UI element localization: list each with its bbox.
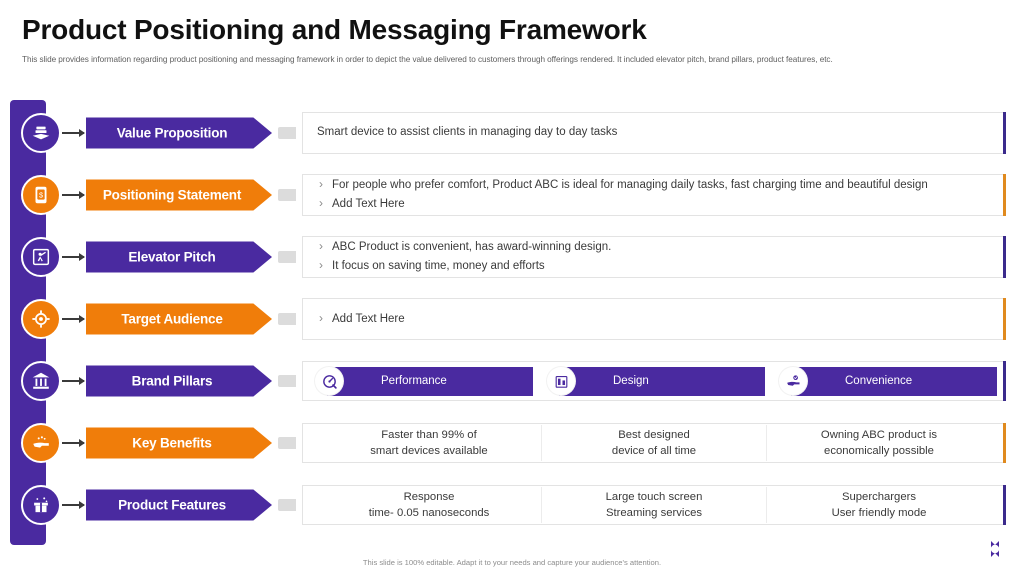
panel-accent-bar (1003, 174, 1006, 216)
arrow-connector-icon (62, 129, 85, 137)
column-cell: Superchargers User friendly mode (831, 490, 927, 519)
connector-tab (278, 375, 296, 387)
list-item: It focus on saving time, money and effor… (317, 256, 991, 276)
column-cell: Best designed device of all time (542, 424, 767, 462)
framework-row: Target Audience Add Text Here (0, 295, 1024, 343)
panel-accent-bar (1003, 423, 1006, 463)
brand-pillar-item[interactable]: Design (543, 366, 765, 396)
connector-tab (278, 189, 296, 201)
panel-accent-bar (1003, 485, 1006, 525)
list-item: Add Text Here (317, 309, 991, 329)
brand-pillar-item[interactable]: Performance (311, 366, 533, 396)
page-title: Product Positioning and Messaging Framew… (22, 14, 647, 45)
row-label-brand-pillars[interactable]: Brand Pillars (86, 365, 272, 397)
content-panel[interactable]: Add Text Here (302, 298, 1006, 340)
row-label-positioning-statement[interactable]: Positioning Statement (86, 179, 272, 211)
row-label-elevator-pitch[interactable]: Elevator Pitch (86, 241, 272, 273)
column-cell: Owning ABC product is economically possi… (820, 428, 938, 457)
stacked-documents-icon (21, 113, 61, 153)
brand-pillar-group: Performance Design Convenience (311, 366, 997, 396)
panel-accent-bar (1003, 112, 1006, 154)
row-label-product-features[interactable]: Product Features (86, 489, 272, 521)
speedometer-icon (315, 367, 343, 395)
panel-text: Smart device to assist clients in managi… (317, 126, 618, 139)
content-panel[interactable]: Faster than 99% of smart devices availab… (302, 423, 1006, 463)
arrow-connector-icon (62, 501, 85, 509)
arrow-connector-icon (62, 191, 85, 199)
list-item: For people who prefer comfort, Product A… (317, 175, 991, 195)
pillar-label: Performance (381, 375, 447, 387)
pillar-bar: Convenience (791, 366, 997, 396)
arrow-connector-icon (62, 315, 85, 323)
panel-body: Performance Design Convenience (303, 362, 1005, 401)
content-panel[interactable]: Smart device to assist clients in managi… (302, 112, 1006, 154)
people-group-icon (21, 299, 61, 339)
content-panel[interactable]: ABC Product is convenient, has award-win… (302, 236, 1006, 278)
pillar-label: Convenience (845, 375, 913, 387)
panel-body: Smart device to assist clients in managi… (303, 116, 1005, 149)
framework-row: Product Features Response time- 0.05 nano… (0, 481, 1024, 529)
bullet-list: ABC Product is convenient, has award-win… (317, 237, 991, 276)
gift-box-icon (21, 485, 61, 525)
bullet-list: For people who prefer comfort, Product A… (317, 175, 991, 214)
column-cell: Large touch screen Streaming services (542, 486, 767, 524)
framework-row: Elevator Pitch ABC Product is convenient,… (0, 233, 1024, 281)
column-cell: Faster than 99% of smart devices availab… (317, 424, 542, 462)
framework-row: $ Positioning Statement For people who pre… (0, 171, 1024, 219)
connector-tab (278, 313, 296, 325)
content-panel[interactable]: For people who prefer comfort, Product A… (302, 174, 1006, 216)
pillar-bar: Design (559, 366, 765, 396)
pillar-bar: Performance (327, 366, 533, 396)
arrow-connector-icon (62, 439, 85, 447)
hand-gift-icon (21, 423, 61, 463)
framework-row: Brand Pillars Performance Design Convenienc… (0, 357, 1024, 405)
row-label-key-benefits[interactable]: Key Benefits (86, 427, 272, 459)
column-cell: Response time- 0.05 nanoseconds (317, 486, 542, 524)
person-presenting-icon (21, 237, 61, 277)
footer-note: This slide is 100% editable. Adapt it to… (362, 558, 662, 567)
panel-body: ABC Product is convenient, has award-win… (303, 230, 1005, 283)
buildings-icon (547, 367, 575, 395)
list-item: Add Text Here (317, 194, 991, 214)
column-group: Faster than 99% of smart devices availab… (317, 424, 991, 462)
panel-accent-bar (1003, 236, 1006, 278)
page-subtitle: This slide provides information regardin… (22, 55, 833, 64)
hand-check-icon (779, 367, 807, 395)
brand-logo-icon (990, 541, 1000, 557)
panel-body: For people who prefer comfort, Product A… (303, 168, 1005, 221)
connector-tab (278, 437, 296, 449)
row-label-value-proposition[interactable]: Value Proposition (86, 117, 272, 149)
price-tag-mobile-icon: $ (21, 175, 61, 215)
list-item: ABC Product is convenient, has award-win… (317, 237, 991, 257)
bank-pillars-icon (21, 361, 61, 401)
brand-pillar-item[interactable]: Convenience (775, 366, 997, 396)
connector-tab (278, 251, 296, 263)
row-label-target-audience[interactable]: Target Audience (86, 303, 272, 335)
framework-row: Value Proposition Smart device to assist … (0, 109, 1024, 157)
framework-row: Key Benefits Faster than 99% of smart dev… (0, 419, 1024, 467)
arrow-connector-icon (62, 377, 85, 385)
content-panel[interactable]: Performance Design Convenience (302, 361, 1006, 401)
connector-tab (278, 127, 296, 139)
bullet-list: Add Text Here (317, 309, 991, 329)
panel-body: Faster than 99% of smart devices availab… (303, 417, 1005, 469)
arrow-connector-icon (62, 253, 85, 261)
panel-body: Add Text Here (303, 302, 1005, 337)
pillar-label: Design (613, 375, 649, 387)
connector-tab (278, 499, 296, 511)
panel-accent-bar (1003, 361, 1006, 401)
svg-text:$: $ (39, 190, 43, 199)
panel-accent-bar (1003, 298, 1006, 340)
